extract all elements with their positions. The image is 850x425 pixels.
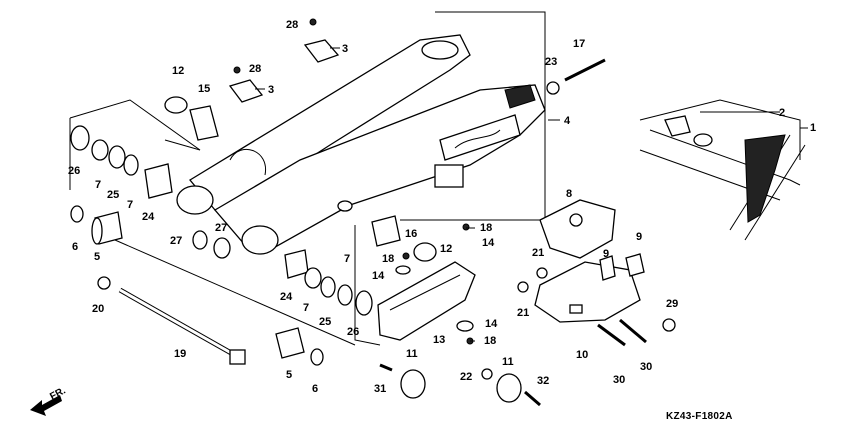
callout-22: 22 [460, 371, 472, 383]
callout-25-left: 25 [107, 189, 119, 201]
callout-7-c: 7 [344, 253, 350, 265]
chain-slider [377, 261, 476, 341]
callout-5-bottom: 5 [286, 369, 292, 381]
callout-26-left: 26 [68, 165, 80, 177]
callout-19: 19 [174, 348, 186, 360]
callout-11-left: 11 [406, 348, 418, 360]
callout-6-left: 6 [72, 241, 78, 253]
callout-20: 20 [92, 303, 104, 315]
leader-lines [255, 47, 808, 342]
callout-10: 10 [576, 349, 588, 361]
callout-13: 13 [433, 334, 445, 346]
callout-28-mid: 28 [249, 63, 261, 75]
drawing-code: KZ43-F1802A [666, 411, 733, 422]
callout-5-left: 5 [94, 251, 100, 263]
callout-2: 2 [779, 107, 785, 119]
small-parts [70, 18, 676, 407]
callout-11-right: 11 [502, 356, 514, 368]
callout-15: 15 [198, 83, 210, 95]
callout-3-top: 3 [342, 43, 348, 55]
callout-12-left: 12 [172, 65, 184, 77]
callout-18-top: 18 [480, 222, 492, 234]
callout-28-top: 28 [286, 19, 298, 31]
callout-12-right: 12 [440, 243, 452, 255]
callout-7-d: 7 [303, 302, 309, 314]
swingarm-body [176, 34, 546, 255]
front-direction-arrow: FR. [30, 385, 68, 416]
drive-chain [639, 115, 806, 241]
callout-14-top: 14 [482, 237, 495, 249]
callout-24-right: 24 [280, 291, 293, 303]
callout-26-right: 26 [347, 326, 359, 338]
callout-7-a: 7 [95, 179, 101, 191]
callout-18-mid: 18 [382, 253, 394, 265]
callout-6-bottom: 6 [312, 383, 318, 395]
callout-21-mid: 21 [532, 247, 544, 259]
callout-27-right: 27 [215, 222, 227, 234]
group-frame-lines [69, 11, 801, 346]
callout-7-b: 7 [127, 199, 133, 211]
callout-30-right: 30 [640, 361, 652, 373]
callout-14-mid: 14 [372, 270, 385, 282]
chain-guide [534, 199, 641, 323]
callout-31: 31 [374, 383, 386, 395]
callout-16: 16 [405, 228, 417, 240]
front-direction-label: FR. [48, 385, 68, 402]
callout-17: 17 [573, 38, 585, 50]
callout-14-low: 14 [485, 318, 498, 330]
callout-30-left: 30 [613, 374, 625, 386]
callout-27-left: 27 [170, 235, 182, 247]
callout-25-right: 25 [319, 316, 331, 328]
callout-9-mid: 9 [603, 248, 609, 260]
callout-1: 1 [810, 122, 816, 134]
callout-32: 32 [537, 375, 549, 387]
callout-8: 8 [566, 188, 572, 200]
callout-18-low: 18 [484, 335, 496, 347]
callout-23: 23 [545, 56, 557, 68]
callout-3-mid: 3 [268, 84, 274, 96]
callout-9-top: 9 [636, 231, 642, 243]
callout-labels: 28 3 17 23 12 28 3 15 2 1 4 26 7 25 7 24… [68, 19, 816, 395]
pivot-shaft [118, 287, 246, 365]
callout-4: 4 [564, 115, 571, 127]
callout-21-low: 21 [517, 307, 529, 319]
callout-24-left: 24 [142, 211, 155, 223]
callout-29: 29 [666, 298, 678, 310]
